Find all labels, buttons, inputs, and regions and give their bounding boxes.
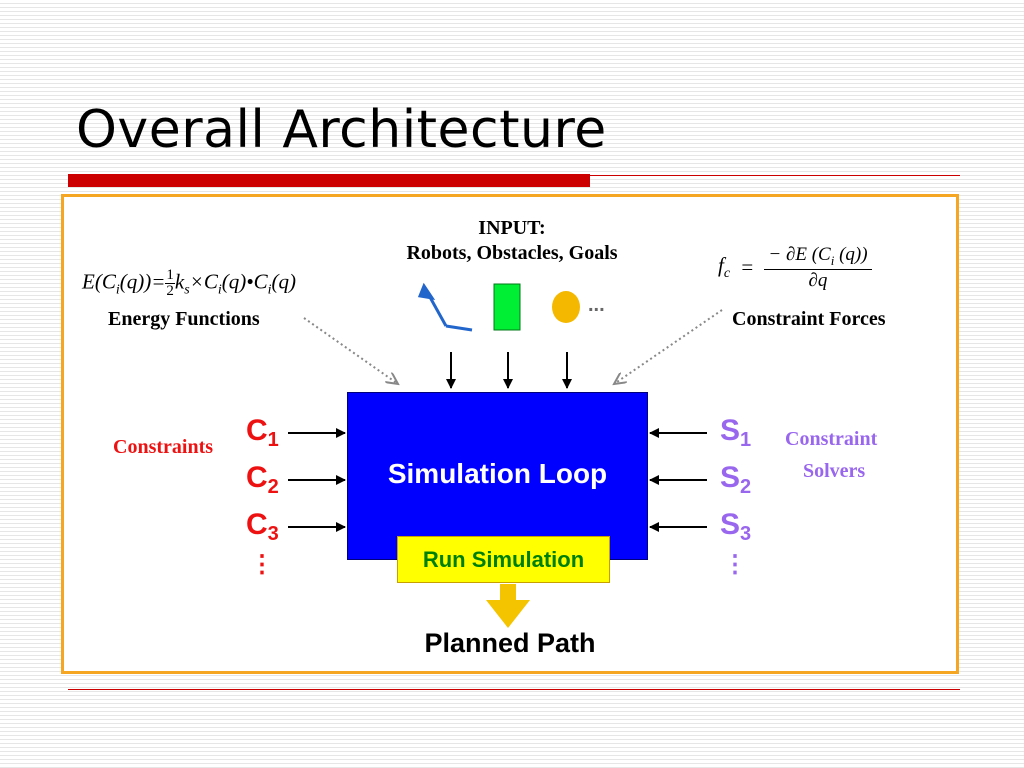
constraint-c1: C1 bbox=[246, 414, 279, 451]
force-equation: fc = − ∂E (Ci (q)) ∂q bbox=[718, 244, 872, 292]
title-underline-line bbox=[590, 175, 960, 176]
slide-title: Overall Architecture bbox=[76, 100, 607, 160]
simulation-loop-label: Simulation Loop bbox=[387, 458, 608, 489]
solvers-label-line1: Constraint bbox=[785, 428, 878, 450]
force-arrow bbox=[614, 309, 723, 384]
robot-arm-icon bbox=[417, 282, 473, 332]
constraints-ellipsis: ⋮ bbox=[250, 551, 274, 578]
obstacle-icon bbox=[493, 283, 521, 331]
planned-path-label: Planned Path bbox=[424, 628, 596, 658]
solvers-label-line2: Solvers bbox=[803, 460, 866, 482]
solvers-ellipsis: ⋮ bbox=[723, 551, 747, 578]
run-simulation-button[interactable]: Run Simulation bbox=[397, 536, 610, 583]
constraints-label: Constraints bbox=[113, 436, 214, 458]
solver-s3: S3 bbox=[720, 508, 752, 545]
output-arrow bbox=[486, 584, 530, 628]
input-ellipsis: ... bbox=[588, 294, 605, 316]
solver-s2: S2 bbox=[720, 461, 752, 498]
footer-line bbox=[68, 689, 960, 690]
title-underline-bar bbox=[68, 174, 590, 187]
goal-icon bbox=[552, 291, 580, 323]
input-subheading: Robots, Obstacles, Goals bbox=[406, 242, 618, 264]
solver-s1: S1 bbox=[720, 414, 752, 451]
input-heading: INPUT: bbox=[478, 217, 546, 239]
energy-functions-label: Energy Functions bbox=[108, 308, 260, 330]
constraint-c3: C3 bbox=[246, 508, 279, 545]
constraint-forces-label: Constraint Forces bbox=[732, 308, 886, 330]
constraint-c2: C2 bbox=[246, 461, 279, 498]
energy-arrow bbox=[303, 317, 398, 384]
